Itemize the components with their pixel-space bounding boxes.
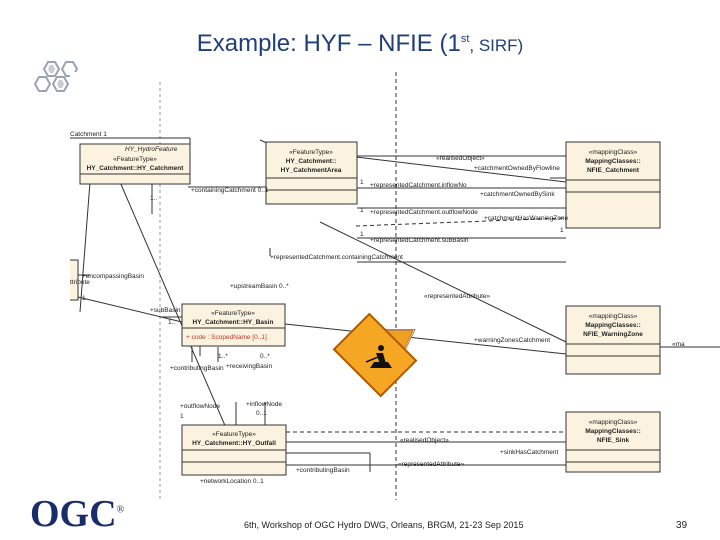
nfie-catchment-name2: NFIE_Catchment	[587, 167, 640, 174]
label-represented-outflow: +representedCatchment.outflowNode	[370, 209, 478, 216]
label-one-dots-b: 1..	[168, 319, 175, 326]
label-containing-catchment: +containingCatchment 0..1	[191, 187, 269, 194]
diagram-labels: Catchment 1 HY_HydroFeature +containingC…	[70, 131, 685, 485]
basin-attribute: + code : ScopedName [0..1]	[186, 334, 267, 341]
sink-name1: MappingClasses::	[585, 428, 641, 435]
sink-stereotype: «mappingClass»	[589, 419, 638, 426]
title-main: Example: HYF – NFIE (1	[196, 30, 461, 57]
nfie-catchment-name1: MappingClasses::	[585, 158, 641, 165]
class-hy-catchment: «FeatureType» HY_Catchment::HY_Catchment	[79, 143, 191, 185]
cut-left-label: ttribute	[70, 279, 90, 286]
label-one-b: 1	[360, 207, 364, 214]
left-box-link	[77, 296, 183, 323]
label-inflow-node: +inflowNode	[246, 401, 282, 408]
label-one-c: 1	[360, 231, 364, 238]
label-one-d: 1	[560, 227, 564, 234]
label-one-star: 1..*	[218, 353, 228, 360]
label-represented-inflow: +representedCatchment.inflowNo	[370, 182, 467, 189]
catchment-area-stereotype: «FeatureType»	[289, 149, 333, 156]
hy-catchment-name: HY_Catchment::HY_Catchment	[87, 165, 185, 172]
label-contributing-basin: +contributingBasin	[170, 365, 224, 372]
class-hy-outfall: «FeatureType» HY_Catchment::HY_Outfall	[181, 424, 287, 476]
basin-name: HY_Catchment::HY_Basin	[193, 319, 274, 326]
warning-zone-name1: MappingClasses::	[585, 322, 641, 329]
label-realised-object: «realisedObject»	[436, 155, 485, 162]
label-outflow-node: +outflowNode	[180, 403, 220, 410]
label-network-location: +networkLocation 0..1	[200, 478, 264, 485]
label-represented-attribute-b: «representedAttribute»	[398, 461, 465, 468]
association-lines	[70, 137, 720, 473]
catchment-area-name1: HY_Catchment::	[286, 158, 337, 165]
outfall-name: HY_Catchment::HY_Outfall	[192, 440, 276, 447]
label-owned-by-flowline: +catchmentOwnedByFlowline	[474, 165, 560, 172]
label-represented-containing: +representedCatchment.containingCatchmen…	[270, 254, 403, 261]
label-has-warning-zone: +catchmentHasWarningZone	[484, 215, 569, 222]
label-owned-by-sink: +catchmentOwnedBySink	[480, 191, 555, 198]
nfie-catchment-stereotype: «mappingClass»	[589, 149, 638, 156]
class-nfie-sink: «mappingClass» MappingClasses:: NFIE_Sin…	[565, 411, 661, 473]
label-sub-basin: +subBasin	[150, 307, 181, 314]
label-represented-subbasin: +representedCatchment.subBasin	[370, 237, 469, 244]
label-zero-star: 0..*	[260, 353, 270, 360]
label-encompassing-basin: +encompassingBasin	[82, 273, 144, 280]
label-warning-zone-catchment: +warningZonesCatchment	[474, 337, 550, 344]
ogc-logo-text: OGC	[30, 493, 117, 535]
class-nfie-warning-zone: «mappingClass» MappingClasses:: NFIE_War…	[565, 305, 661, 375]
label-contributing-basin-2: +contributingBasin	[296, 467, 350, 474]
basin-stereotype: «FeatureType»	[211, 310, 255, 317]
class-nfie-catchment: «mappingClass» MappingClasses:: NFIE_Cat…	[565, 141, 661, 229]
label-realised-object-b: «realisedObject»	[400, 437, 449, 444]
title-tail: , SIRF)	[469, 36, 524, 55]
label-one-f: 1	[180, 413, 184, 420]
label-upstream-basin: +upstreamBasin 0..*	[230, 283, 289, 290]
label-one-e: 1	[82, 295, 86, 302]
slide-title: Example: HYF – NFIE (1st, SIRF)	[0, 30, 720, 58]
class-cut-left: ttribute	[70, 259, 90, 301]
title-superscript: st	[460, 33, 470, 45]
label-represented-attribute: «representedAttribute»	[424, 293, 491, 300]
label-sink-has-catchment: +sinkHasCatchment	[500, 449, 559, 456]
ogc-logo: OGC®	[30, 492, 124, 536]
area-to-nfie-line	[355, 156, 567, 183]
page-number: 39	[676, 520, 688, 531]
label-receiving-basin: +receivingBasin	[226, 363, 272, 370]
outfall-stereotype: «FeatureType»	[212, 431, 256, 438]
label-hydro-feature: HY_HydroFeature	[125, 146, 178, 153]
label-zero-one: 0..1	[256, 410, 267, 417]
label-catchment-top: Catchment 1	[70, 131, 107, 138]
basin-to-warning-line	[284, 323, 567, 355]
catchment-area-name2: HY_CatchmentArea	[281, 167, 342, 174]
ogc-registered-mark: ®	[116, 504, 125, 516]
footer-text: 6th, Workshop of OGC Hydro DWG, Orleans,…	[244, 520, 524, 530]
hy-catchment-stereotype: «FeatureType»	[113, 156, 157, 163]
warning-zone-stereotype: «mappingClass»	[589, 313, 638, 320]
label-one-dots: 1..	[150, 195, 157, 202]
sink-name2: NFIE_Sink	[597, 437, 630, 444]
catchment-to-warning-line	[319, 221, 567, 343]
label-one-a: 1	[360, 179, 364, 186]
uml-diagram: «FeatureType» HY_Catchment::HY_Catchment…	[70, 72, 720, 500]
construction-warning-icon	[332, 312, 418, 398]
warning-zone-assoc-line	[355, 217, 567, 227]
label-ma: «ma	[672, 341, 685, 348]
class-hy-catchment-area: «FeatureType» HY_Catchment:: HY_Catchmen…	[265, 141, 358, 205]
class-hy-basin: «FeatureType» HY_Catchment::HY_Basin + c…	[181, 303, 286, 347]
hydro-generalization	[79, 181, 91, 313]
warning-zone-name2: NFIE_WarningZone	[583, 331, 643, 338]
ogc-hexagon-logo	[33, 61, 79, 92]
